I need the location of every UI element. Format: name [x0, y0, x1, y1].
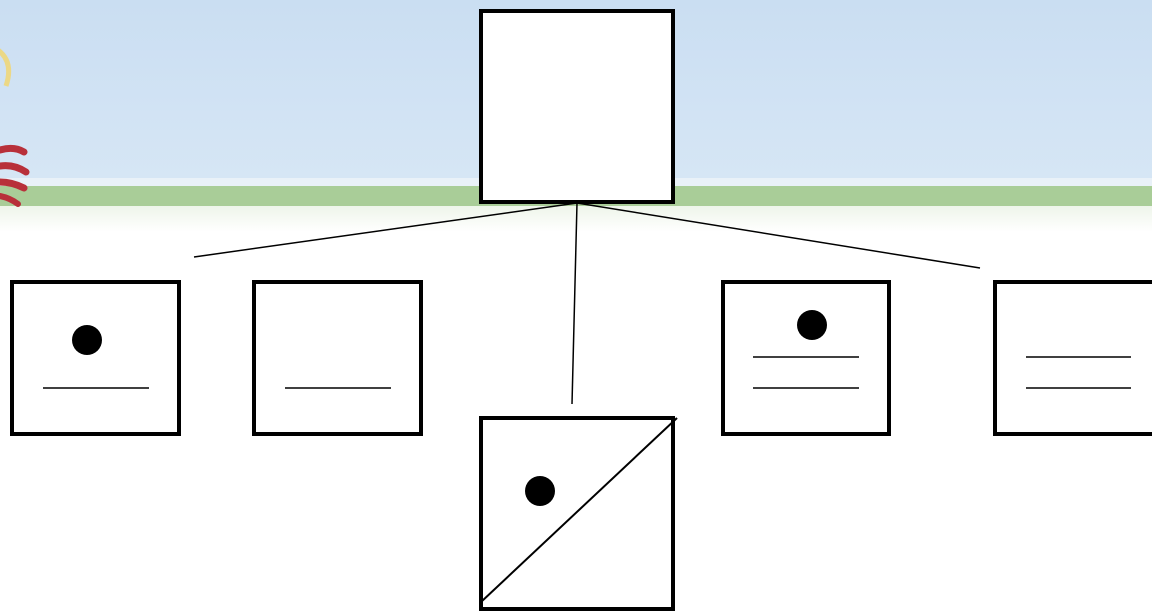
child-box-dot-diagonal [481, 418, 677, 609]
box-frame [254, 282, 421, 434]
dot-icon [797, 310, 827, 340]
child-box-two-lines [995, 282, 1152, 434]
box-frame [12, 282, 179, 434]
dot-icon [72, 325, 102, 355]
child-box-dot-line [12, 282, 179, 434]
child-box-line [254, 282, 421, 434]
box-frame [481, 418, 673, 609]
root-box [481, 11, 673, 202]
connector-line [572, 203, 577, 404]
dot-icon [525, 476, 555, 506]
box-frame [723, 282, 889, 434]
child-box-dot-two-lines [723, 282, 889, 434]
box-frame [995, 282, 1152, 434]
